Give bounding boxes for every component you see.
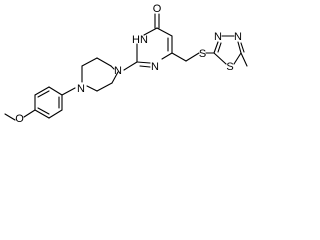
atom-n-pyrimidine: N [151,61,159,73]
atom-s-thioether: S [199,48,206,60]
bond-methyl-thiadiazole [240,52,248,67]
bond-o-aryl [23,109,36,118]
atom-n-thiadiazole-right: N [234,31,242,43]
atom-o-carbonyl: O [153,3,162,15]
piperazine-ring [81,57,119,92]
atom-n-thiadiazole-left: N [214,31,222,43]
bond-methyl-o [4,113,16,121]
bond-n-pyrimidine [123,61,138,71]
atom-s-thiadiazole: S [226,61,233,73]
chemical-structure: O N N HN O N S S N N [4,3,248,125]
bond-c6-ch2 [171,52,187,62]
atom-nh-pyrimidine: HN [132,34,148,46]
bond-aryl-n [61,87,76,96]
atom-o-methoxy: O [15,113,24,125]
atom-n-piperazine-right: N [114,65,122,77]
pyrimidinone-ring [136,27,173,68]
atom-n-piperazine-left: N [77,83,85,95]
bond-ch2-s [185,52,200,62]
thiadiazole-ring [213,35,245,65]
benzene-ring [34,86,63,119]
structure-canvas: O N N HN O N S S N N [0,0,256,132]
